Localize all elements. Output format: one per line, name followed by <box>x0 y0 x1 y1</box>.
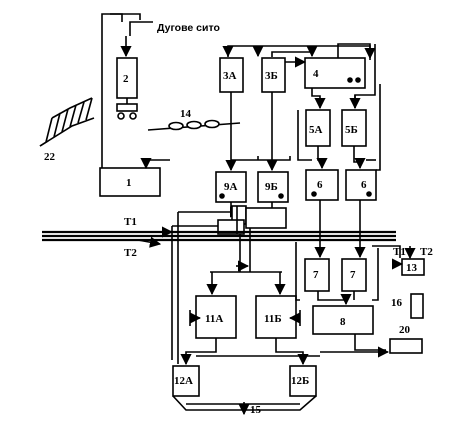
svg-text:12Б: 12Б <box>291 375 309 387</box>
box-8: 8 <box>312 305 374 335</box>
box-16: 16 <box>391 293 424 319</box>
box-7a: 7 <box>304 258 330 292</box>
svg-text:22: 22 <box>44 151 56 163</box>
svg-text:8: 8 <box>340 316 346 328</box>
box-1: 1 <box>99 167 161 197</box>
svg-text:11А: 11А <box>205 313 223 325</box>
item-22-grid: 22 <box>39 97 95 163</box>
label-t2-left: Т2 <box>124 247 137 259</box>
box-11a: 11А <box>195 295 237 339</box>
pipeline-t1-t2: Т1 Т2 Т1 Т2 <box>42 216 433 259</box>
svg-text:5А: 5А <box>309 124 323 136</box>
box-11b: 11Б <box>255 295 297 339</box>
box-5b: 5Б <box>341 109 367 147</box>
top-feed-lines <box>101 13 376 175</box>
svg-text:7: 7 <box>350 269 356 281</box>
svg-text:4: 4 <box>313 68 319 80</box>
box-3a: 3А <box>219 57 244 93</box>
svg-text:5Б: 5Б <box>345 124 358 136</box>
svg-text:9А: 9А <box>224 181 238 193</box>
cart-under-box-2 <box>116 98 138 120</box>
svg-text:3Б: 3Б <box>265 70 278 82</box>
svg-text:20: 20 <box>399 324 411 336</box>
box-7b: 7 <box>341 258 367 292</box>
box-20: 20 <box>389 324 423 354</box>
box-6a: 6 <box>305 169 339 201</box>
lower-connections: 15 <box>172 200 416 416</box>
label-t1-left: Т1 <box>124 216 137 228</box>
svg-text:13: 13 <box>406 262 418 274</box>
box-13: 13 <box>401 258 425 276</box>
label-t2-right: Т2 <box>420 246 433 258</box>
svg-text:2: 2 <box>123 73 129 85</box>
box-2: 2 <box>116 57 138 99</box>
svg-text:9Б: 9Б <box>265 181 278 193</box>
box-9a: 9А <box>215 171 247 203</box>
box-5a: 5А <box>305 109 331 147</box>
item-14-pellets: 14 <box>147 108 241 131</box>
box-12b: 12Б <box>289 365 317 397</box>
svg-text:6: 6 <box>317 179 323 191</box>
box-4: 4 <box>304 57 366 89</box>
svg-text:12А: 12А <box>174 375 193 387</box>
svg-text:3А: 3А <box>223 70 237 82</box>
central-junction <box>217 205 287 235</box>
svg-text:7: 7 <box>313 269 319 281</box>
box-3b: 3Б <box>261 57 286 93</box>
svg-text:6: 6 <box>361 179 367 191</box>
svg-text:1: 1 <box>126 177 132 189</box>
box-12a: 12А <box>172 365 200 397</box>
box-6b: 6 <box>345 169 377 201</box>
box-9b: 9Б <box>257 171 289 203</box>
svg-text:14: 14 <box>180 108 192 120</box>
svg-text:11Б: 11Б <box>264 313 282 325</box>
label-15: 15 <box>250 404 262 416</box>
svg-text:16: 16 <box>391 297 403 309</box>
diagram-title: Дугове сито <box>157 22 220 34</box>
